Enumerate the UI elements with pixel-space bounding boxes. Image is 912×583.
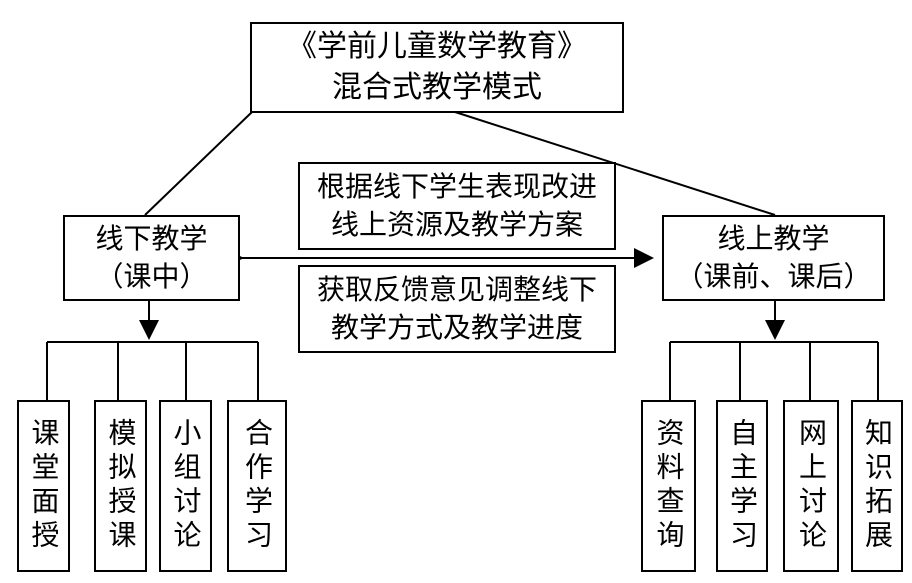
- offline-subtitle: （课中）: [95, 260, 208, 293]
- offline-item-box: 小组讨论: [159, 400, 212, 572]
- feedback-top-line2: 线上资源及教学方案: [330, 208, 583, 241]
- offline-item-label: 课堂面授: [27, 418, 61, 554]
- online-item-box: 网上讨论: [783, 400, 839, 572]
- root-to-offline-line: [144, 111, 253, 216]
- offline-teaching-box: 线下教学 （课中）: [63, 215, 240, 301]
- online-teaching-box: 线上教学 （课前、课后）: [662, 215, 885, 301]
- offline-item-label: 模拟授课: [104, 418, 138, 554]
- online-item-box: 知识拓展: [851, 400, 903, 572]
- online-item-box: 自主学习: [716, 400, 768, 572]
- root-title: 《学前儿童数学教育》: [287, 29, 587, 64]
- online-item-label: 网上讨论: [795, 418, 828, 554]
- online-title: 线上教学: [717, 222, 830, 256]
- feedback-bottom-line2: 教学方式及教学进度: [330, 311, 583, 344]
- feedback-improve-online-box: 根据线下学生表现改进 线上资源及教学方案: [298, 162, 616, 250]
- offline-item-label: 小组讨论: [169, 418, 203, 554]
- offline-item-label: 合作学习: [241, 418, 274, 554]
- feedback-adjust-offline-box: 获取反馈意见调整线下 教学方式及教学进度: [298, 265, 616, 353]
- online-item-label: 知识拓展: [861, 418, 894, 554]
- online-item-label: 资料查询: [652, 418, 686, 554]
- root-box: 《学前儿童数学教育》 混合式教学模式: [250, 22, 624, 113]
- feedback-top-line1: 根据线下学生表现改进: [316, 170, 597, 204]
- online-item-label: 自主学习: [726, 418, 759, 554]
- feedback-bottom-line1: 获取反馈意见调整线下: [316, 273, 597, 307]
- root-subtitle: 混合式教学模式: [332, 69, 542, 105]
- online-item-box: 资料查询: [641, 400, 696, 572]
- offline-item-box: 合作学习: [227, 400, 287, 572]
- offline-item-box: 课堂面授: [17, 400, 70, 572]
- online-subtitle: （课前、课后）: [675, 260, 872, 293]
- offline-title: 线下教学: [95, 222, 208, 256]
- offline-item-box: 模拟授课: [94, 400, 147, 572]
